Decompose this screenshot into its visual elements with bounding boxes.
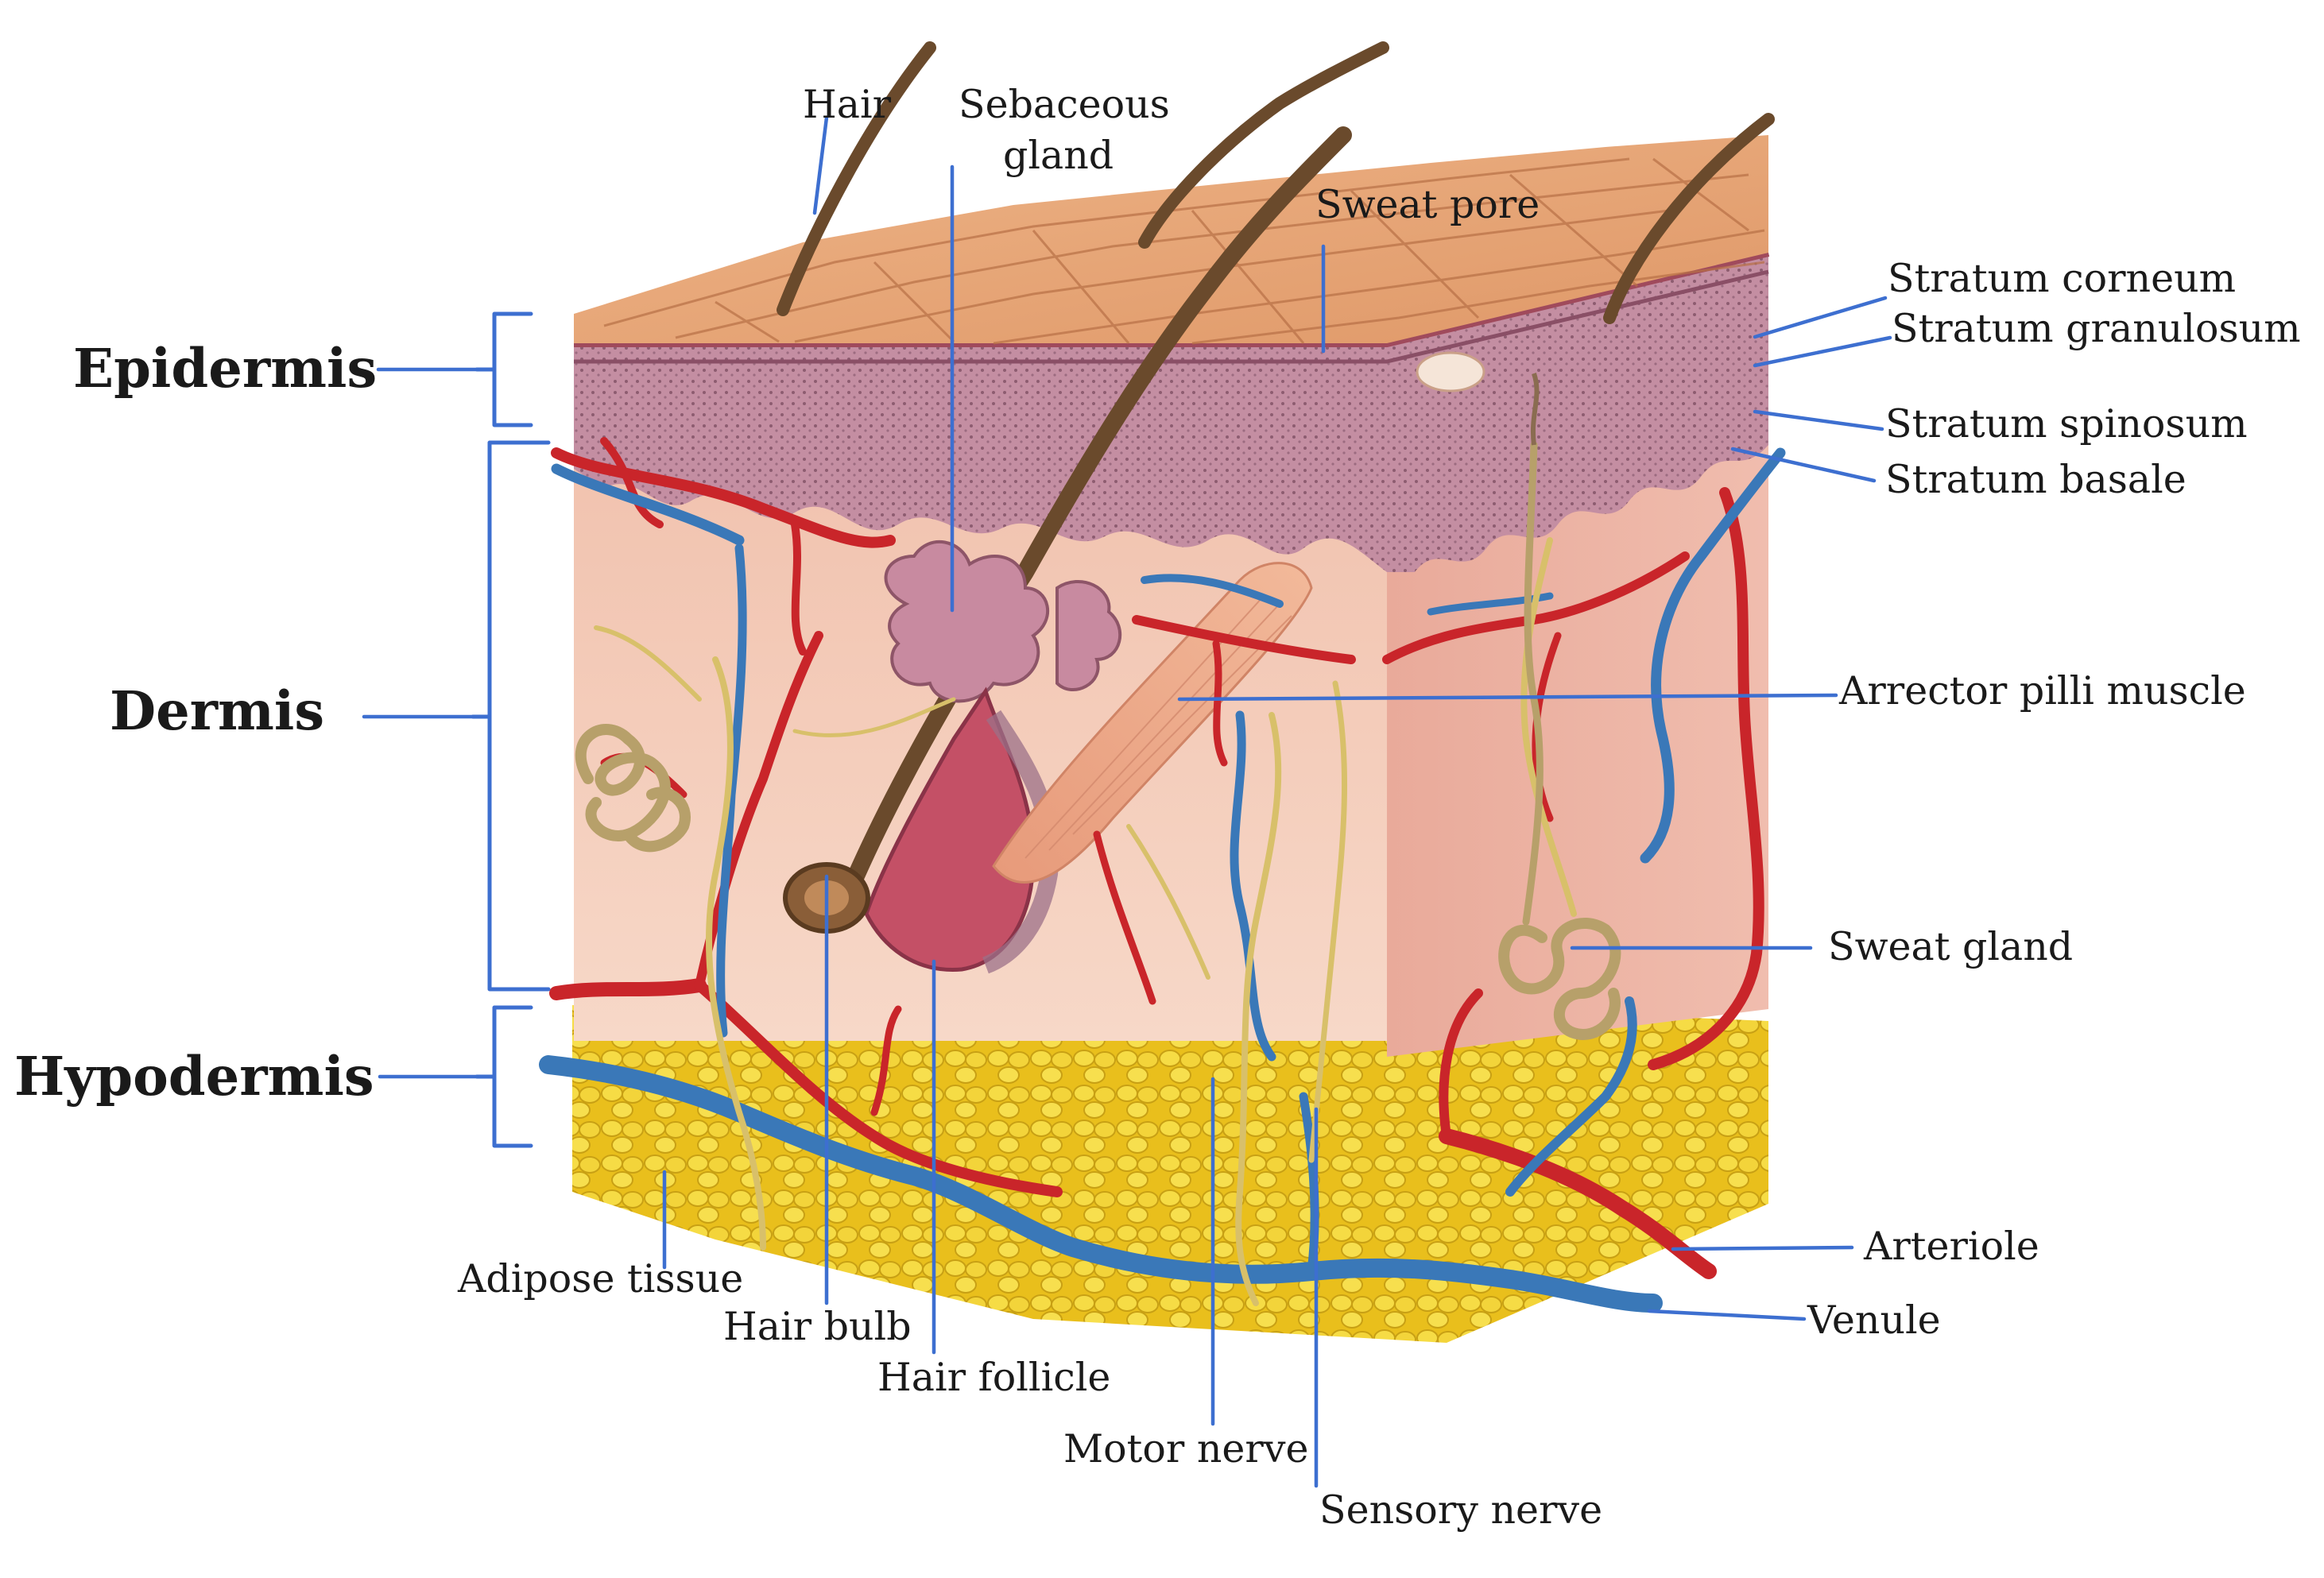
label-venule: Venule (1807, 1298, 1941, 1343)
hypodermis-brace (474, 1005, 533, 1148)
label-stratum-corneum: Stratum corneum (1888, 256, 2236, 301)
label-epidermis: Epidermis (73, 337, 377, 400)
label-stratum-granulosum: Stratum granulosum (1892, 306, 2301, 351)
label-sensory-nerve: Sensory nerve (1319, 1487, 1602, 1533)
label-sebaceous-gland-2: gland (1003, 133, 1114, 178)
label-motor-nerve: Motor nerve (1063, 1426, 1309, 1472)
label-dermis: Dermis (110, 679, 324, 742)
epidermis-side-band (1387, 253, 1768, 572)
label-hair: Hair (803, 82, 892, 127)
label-arrector-pili-muscle: Arrector pilli muscle (1838, 668, 2246, 714)
label-hair-follicle: Hair follicle (877, 1355, 1110, 1400)
leader-lines (662, 115, 1892, 1488)
label-adipose-tissue: Adipose tissue (457, 1256, 743, 1301)
label-hypodermis: Hypodermis (14, 1045, 374, 1108)
label-hair-bulb: Hair bulb (723, 1304, 912, 1349)
label-arteriole: Arteriole (1863, 1224, 2039, 1269)
label-sweat-pore: Sweat pore (1315, 182, 1540, 227)
sweat-gland-coil-right (1498, 441, 1621, 1040)
sweat-gland-coil-left (575, 724, 691, 853)
dermis-brace (471, 440, 551, 992)
hair-follicle-illustration (864, 687, 1036, 972)
label-stratum-basale: Stratum basale (1885, 457, 2186, 502)
skin-block-illustration (539, 41, 1786, 1343)
label-sebaceous-gland-1: Sebaceous (959, 82, 1170, 127)
label-sweat-gland: Sweat gland (1828, 924, 2073, 969)
hypodermis-fat-layer (572, 1005, 1768, 1343)
sebaceous-gland-illustration (884, 540, 1049, 703)
epidermis-brace (474, 311, 533, 427)
label-stratum-spinosum: Stratum spinosum (1885, 401, 2248, 447)
